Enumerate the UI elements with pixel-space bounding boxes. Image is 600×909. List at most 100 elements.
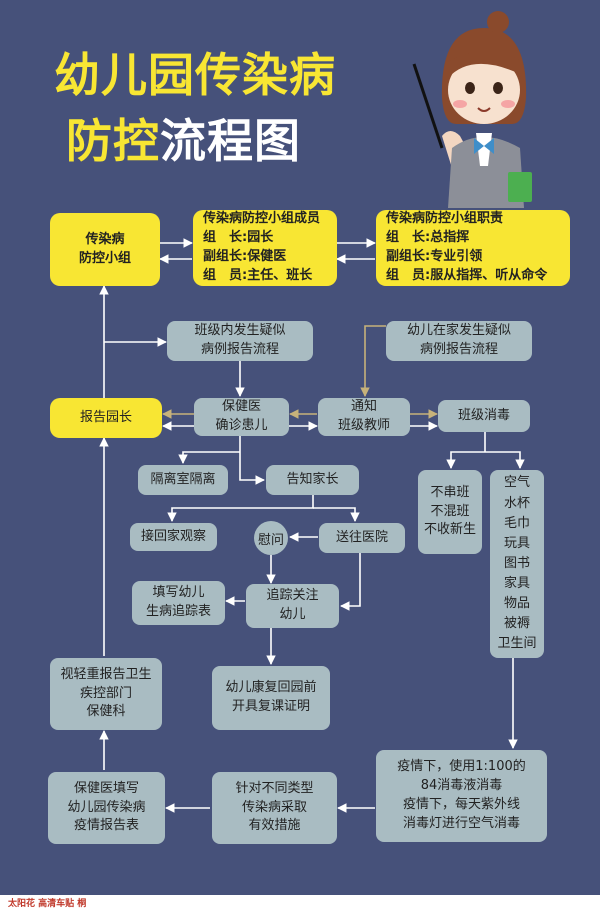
- arrow-inform-to-home-observe: [167, 495, 314, 522]
- arrow-doctor-to-isolate: [178, 451, 240, 464]
- recover-line2: 开具复课证明: [231, 699, 310, 714]
- fill-report-line3: 疫情报告表: [73, 818, 139, 834]
- class-suspect-line1: 班级内发生疑似: [194, 323, 286, 339]
- teacher-jacket: [448, 137, 524, 208]
- right-cheek: [501, 100, 515, 108]
- notify-line1: 通知: [350, 399, 377, 415]
- members-box: 传染病防控小组成员 组 长:园长 副组长:保健医 组 员:主任、班长: [193, 210, 337, 286]
- epidemic-line4: 消毒灯进行空气消毒: [402, 815, 520, 831]
- members-line4: 组 员:主任、班长: [203, 267, 313, 283]
- comfort-text: 慰问: [257, 532, 284, 548]
- no-mix-line3: 不收新生: [423, 522, 476, 538]
- members-line3: 副组长:保健医: [203, 249, 287, 264]
- severity-line1: 视轻重报告卫生: [60, 666, 152, 682]
- report-box-text: 报告园长: [79, 409, 132, 425]
- fill-report-box: 保健医填写 幼儿园传染病 疫情报告表: [48, 772, 165, 844]
- title-line2-part2: 流程图: [160, 114, 301, 168]
- items-line3: 毛巾: [503, 515, 530, 531]
- items-line6: 家具: [503, 576, 530, 592]
- arrow-inform-to-hospital: [313, 507, 360, 522]
- measures-line1: 针对不同类型: [235, 780, 314, 796]
- measures-box: 针对不同类型 传染病采取 有效措施: [212, 772, 337, 844]
- duties-line1: 传染病防控小组职责: [386, 211, 504, 227]
- home-suspect-line1: 幼儿在家发生疑似: [406, 323, 511, 339]
- no-mix-box: 不串班 不混班 不收新生: [418, 470, 482, 554]
- teacher-illustration: [412, 11, 532, 208]
- teacher-smile: [477, 107, 491, 112]
- hair-bun: [487, 11, 509, 33]
- duties-line3: 副组长:专业引领: [386, 249, 483, 264]
- recover-line1: 幼儿康复回园前: [225, 680, 317, 696]
- measures-line3: 有效措施: [248, 818, 301, 834]
- no-mix-line1: 不串班: [430, 484, 470, 500]
- teacher-bangs: [448, 51, 520, 78]
- pointer-stick: [412, 63, 444, 149]
- items-line9: 卫生间: [497, 636, 537, 652]
- comfort-circle: 慰问: [254, 521, 288, 555]
- severity-line2: 疾控部门: [79, 685, 132, 701]
- track-line2: 幼儿: [279, 607, 306, 622]
- group-box: 传染病 防控小组: [50, 213, 160, 286]
- members-line2: 组 长:园长: [203, 230, 274, 246]
- notify-box: 通知 班级教师: [318, 398, 410, 436]
- title-line1: 幼儿园传染病: [54, 48, 336, 102]
- epidemic-box: 疫情下，使用1:100的 84消毒液消毒 疫情下，每天紫外线 消毒灯进行空气消毒: [376, 750, 547, 842]
- duties-box: 传染病防控小组职责 组 长:总指挥 副组长:专业引领 组 员:服从指挥、听从命令: [376, 210, 570, 286]
- items-line1: 空气: [503, 475, 530, 491]
- fill-report-line2: 幼儿园传染病: [67, 799, 146, 815]
- left-cheek: [453, 100, 467, 108]
- hospital-text: 送往医院: [335, 529, 388, 545]
- bow-icon: [474, 138, 494, 154]
- isolate-box: 隔离室隔离: [138, 465, 228, 495]
- doctor-line1: 保健医: [221, 399, 261, 415]
- isolate-text: 隔离室隔离: [150, 471, 216, 487]
- notify-line2: 班级教师: [337, 418, 390, 433]
- class-suspect-box: 班级内发生疑似 病例报告流程: [167, 321, 313, 361]
- measures-line2: 传染病采取: [241, 799, 307, 815]
- home-suspect-box: 幼儿在家发生疑似 病例报告流程: [386, 321, 532, 361]
- epidemic-line3: 疫情下，每天紫外线: [402, 797, 520, 812]
- arrow-hospital-to-track: [340, 553, 361, 611]
- epidemic-line1: 疫情下，使用1:100的: [397, 759, 526, 775]
- group-box-line2: 防控小组: [78, 250, 131, 266]
- left-eye: [465, 82, 475, 94]
- disinfect-box: 班级消毒: [438, 400, 530, 432]
- arrow-doctor-to-inform: [239, 466, 265, 485]
- no-mix-line2: 不混班: [430, 503, 470, 519]
- recover-box: 幼儿康复回园前 开具复课证明: [212, 666, 330, 730]
- track-box: 追踪关注 幼儿: [246, 584, 339, 628]
- report-box: 报告园长: [50, 398, 162, 438]
- title-line2-part1: 防控: [66, 114, 160, 168]
- items-box: 空气 水杯 毛巾 玩具 图书 家具 物品 被褥 卫生间: [490, 470, 544, 658]
- class-suspect-line2: 病例报告流程: [200, 342, 279, 357]
- title-line2: 防控流程图: [66, 118, 301, 164]
- track-line1: 追踪关注: [266, 588, 319, 604]
- home-observe-text: 接回家观察: [140, 528, 206, 544]
- fill-form-box: 填写幼儿 生病追踪表: [132, 581, 225, 625]
- home-suspect-line2: 病例报告流程: [419, 342, 498, 357]
- fill-report-line1: 保健医填写: [73, 780, 139, 796]
- members-line1: 传染病防控小组成员: [203, 211, 321, 227]
- right-eye: [493, 82, 503, 94]
- items-line4: 玩具: [503, 535, 530, 551]
- fill-form-line1: 填写幼儿: [152, 585, 205, 601]
- items-line7: 物品: [503, 596, 530, 612]
- footer-watermark: 太阳花 高清车贴 桐: [8, 899, 87, 909]
- epidemic-line2: 84消毒液消毒: [420, 778, 503, 794]
- arrow-disinfect-to-no-mix: [446, 451, 485, 469]
- book-icon: [508, 172, 532, 202]
- items-line8: 被褥: [503, 616, 530, 632]
- doctor-line2: 确诊患儿: [215, 418, 268, 433]
- teacher-shirt: [476, 133, 492, 166]
- severity-box: 视轻重报告卫生 疾控部门 保健科: [50, 658, 162, 730]
- duties-line4: 组 员:服从指挥、听从命令: [386, 267, 548, 283]
- home-observe-box: 接回家观察: [130, 523, 217, 551]
- fill-form-line2: 生病追踪表: [145, 604, 211, 619]
- group-box-line1: 传染病: [85, 231, 125, 247]
- arrow-disinfect-to-items: [485, 451, 525, 469]
- items-line5: 图书: [503, 555, 530, 571]
- severity-line3: 保健科: [86, 704, 126, 720]
- disinfect-text: 班级消毒: [457, 407, 510, 423]
